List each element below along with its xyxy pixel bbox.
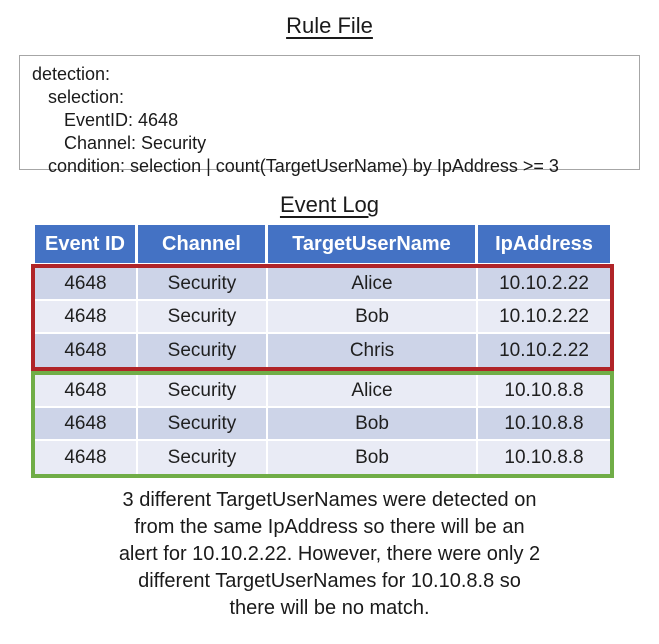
table-cell: Security bbox=[138, 441, 268, 474]
table-cell: Security bbox=[138, 408, 268, 439]
explanation-text: 3 different TargetUserNames were detecte… bbox=[0, 487, 659, 622]
table-cell: 4648 bbox=[35, 334, 138, 367]
table-cell: Security bbox=[138, 375, 268, 406]
explanation-line: 3 different TargetUserNames were detecte… bbox=[122, 489, 537, 511]
table-cell: 4648 bbox=[35, 408, 138, 439]
event-log-title: Event Log bbox=[279, 192, 380, 217]
rule-line: EventID: 4648 bbox=[64, 110, 179, 130]
table-cell: 10.10.8.8 bbox=[478, 375, 610, 406]
table-cell: 4648 bbox=[35, 441, 138, 474]
table-cell: Chris bbox=[268, 334, 478, 367]
explanation-line: alert for 10.10.2.22. However, there wer… bbox=[118, 543, 541, 565]
table-cell: 10.10.8.8 bbox=[478, 441, 610, 474]
rule-file-title: Rule File bbox=[286, 13, 373, 38]
table-cell: 4648 bbox=[35, 268, 138, 299]
header-cell-event-id: Event ID bbox=[35, 225, 138, 263]
table-cell: Bob bbox=[268, 441, 478, 474]
table-cell: 4648 bbox=[35, 375, 138, 406]
table-row: 4648 Security Alice 10.10.8.8 bbox=[35, 375, 610, 408]
table-cell: 10.10.2.22 bbox=[478, 334, 610, 367]
rule-line: selection: bbox=[48, 87, 125, 107]
table-row: 4648 Security Chris 10.10.2.22 bbox=[35, 334, 610, 367]
table-header-row: Event ID Channel TargetUserName IpAddres… bbox=[35, 225, 610, 263]
explanation-line: there will be no match. bbox=[229, 597, 430, 619]
rule-line: Channel: Security bbox=[64, 133, 207, 153]
rule-line: detection: bbox=[32, 64, 111, 84]
header-cell-target-user-name: TargetUserName bbox=[268, 225, 478, 263]
table-cell: 10.10.2.22 bbox=[478, 268, 610, 299]
explanation-line: from the same IpAddress so there will be… bbox=[134, 516, 525, 538]
event-log-table: Event ID Channel TargetUserName IpAddres… bbox=[0, 225, 659, 478]
no-match-group-highlight: 4648 Security Alice 10.10.8.8 4648 Secur… bbox=[31, 371, 614, 478]
rule-file-box: detection: selection: EventID: 4648 Chan… bbox=[19, 55, 640, 176]
table-row: 4648 Security Alice 10.10.2.22 bbox=[35, 268, 610, 301]
table-cell: 4648 bbox=[35, 301, 138, 332]
table-cell: Security bbox=[138, 268, 268, 299]
table-cell: Bob bbox=[268, 408, 478, 439]
table-cell: Bob bbox=[268, 301, 478, 332]
explanation-line: different TargetUserNames for 10.10.8.8 … bbox=[138, 570, 521, 592]
table-row: 4648 Security Bob 10.10.8.8 bbox=[35, 408, 610, 441]
table-cell: Alice bbox=[268, 375, 478, 406]
table-row: 4648 Security Bob 10.10.8.8 bbox=[35, 441, 610, 474]
header-cell-ip-address: IpAddress bbox=[478, 225, 610, 263]
alert-group-highlight: 4648 Security Alice 10.10.2.22 4648 Secu… bbox=[31, 264, 614, 371]
header-cell-channel: Channel bbox=[138, 225, 268, 263]
table-cell: Alice bbox=[268, 268, 478, 299]
table-cell: 10.10.2.22 bbox=[478, 301, 610, 332]
table-cell: 10.10.8.8 bbox=[478, 408, 610, 439]
table-row: 4648 Security Bob 10.10.2.22 bbox=[35, 301, 610, 334]
rule-line: condition: selection | count(TargetUserN… bbox=[48, 156, 559, 176]
table-cell: Security bbox=[138, 301, 268, 332]
table-cell: Security bbox=[138, 334, 268, 367]
